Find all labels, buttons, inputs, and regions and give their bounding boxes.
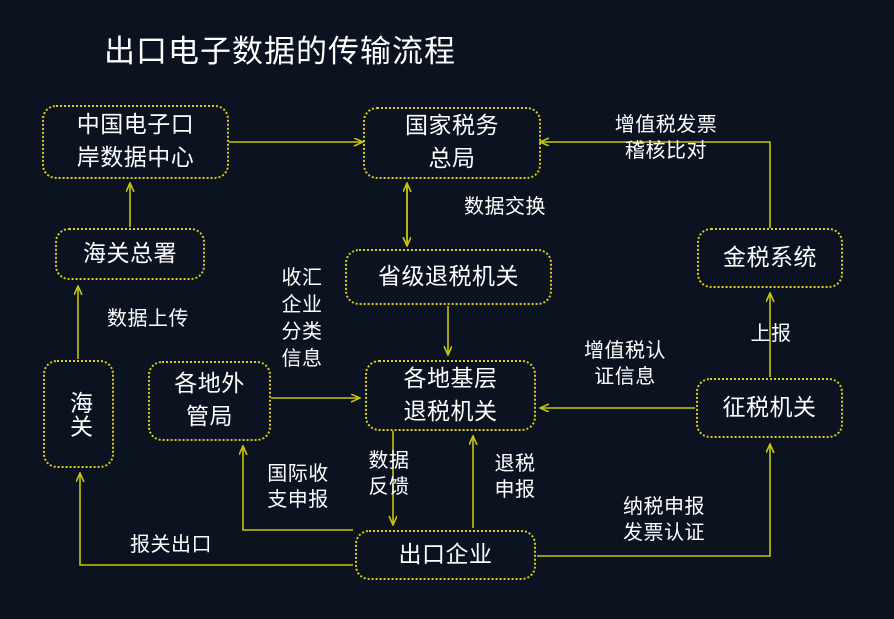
node-china-eport-data-center[interactable]: 中国电子口 岸数据中心 bbox=[42, 105, 229, 179]
node-customs-general-administration[interactable]: 海关总署 bbox=[55, 228, 205, 280]
edge-export-enterprise-to-tax-collection bbox=[537, 445, 770, 557]
edge-label-tax-refund-declaration: 退税 申报 bbox=[494, 451, 536, 501]
edge-label-customs-declaration-export: 报关出口 bbox=[130, 532, 212, 556]
node-state-taxation-administration[interactable]: 国家税务 总局 bbox=[363, 107, 541, 179]
edge-label-data-upload: 数据上传 bbox=[107, 306, 189, 330]
edge-label-tax-declaration-invoice-certification: 纳税申报 发票认证 bbox=[623, 494, 705, 544]
edge-label-data-exchange: 数据交换 bbox=[464, 194, 546, 218]
node-customs[interactable]: 海关 bbox=[43, 360, 114, 468]
edge-label-vat-invoice-audit: 增值税发票 稽核比对 bbox=[614, 112, 718, 162]
edge-label-international-balance-declaration: 国际收 支申报 bbox=[267, 461, 329, 511]
node-local-foreign-exchange-bureau[interactable]: 各地外 管局 bbox=[148, 361, 271, 441]
edge-label-vat-certification-info: 增值税认 证信息 bbox=[584, 338, 666, 388]
edge-label-report-upward: 上报 bbox=[750, 321, 792, 345]
page-title: 出口电子数据的传输流程 bbox=[104, 34, 456, 70]
node-local-grassroots-tax-refund-authority[interactable]: 各地基层 退税机关 bbox=[365, 360, 536, 431]
node-golden-tax-system[interactable]: 金税系统 bbox=[697, 228, 843, 288]
node-tax-collection-authority[interactable]: 征税机关 bbox=[696, 378, 843, 438]
edge-golden-tax-to-state-taxation bbox=[541, 142, 771, 228]
edge-export-enterprise-to-fx-bureau bbox=[243, 447, 353, 531]
edge-label-data-feedback: 数据 反馈 bbox=[368, 448, 410, 498]
node-provincial-tax-refund-authority[interactable]: 省级退税机关 bbox=[345, 249, 552, 305]
node-export-enterprise[interactable]: 出口企业 bbox=[355, 530, 536, 580]
edge-label-fx-enterprise-classification: 收汇 企业 分类 信息 bbox=[281, 265, 323, 370]
edge-export-enterprise-to-customs bbox=[80, 474, 353, 566]
